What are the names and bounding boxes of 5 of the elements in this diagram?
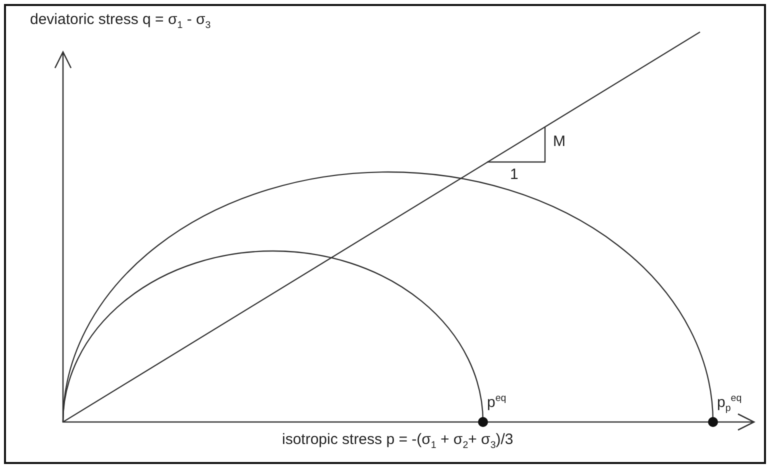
axis-label: isotropic stress p = -(σ$_{1}$ + σ$_{2}$+ σ$_{3}$)/3 <box>282 432 514 452</box>
plot-label: p$^{eq}$ <box>487 394 506 412</box>
plot-label: M <box>553 134 566 150</box>
axis-label: deviatoric stress q = σ$_{1}$ - σ$_{3}$ <box>30 12 211 32</box>
plot-label: 1 <box>510 167 518 184</box>
